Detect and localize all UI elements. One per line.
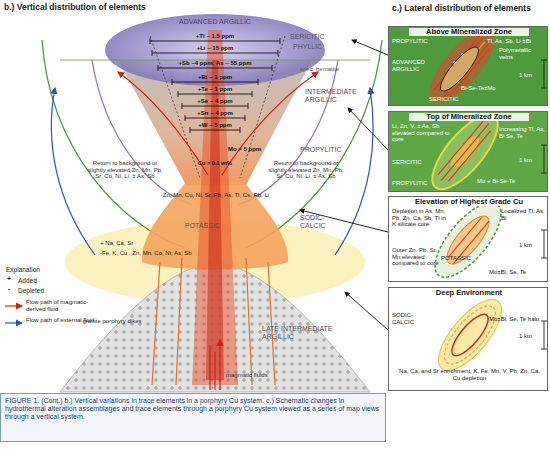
panel-text: Tl, As, Sb, Li ±Bi [487,38,531,45]
panel-heading: Elevation of Highest Grade Cu [399,198,539,206]
panel-text: Outer Zn, Pb, Sr, Mn elevated compared t… [392,247,444,267]
panel-text: Mo±Bi, Se, Te [489,269,526,276]
label: -Fe, K, Cu , Zn, Mn, Co, Ni, As, Sb [100,250,192,257]
label: +Sb ~4 ppm; As ~ 55 ppm [155,60,275,67]
panel-text: Na, Ca, and Sr enrichment, K, Fe, Mn, V,… [397,368,542,381]
label: + [7,275,11,283]
panel-text: Mo + Bi-Se-Te [477,178,515,185]
label: INTERMEDIATE ARGILLIC [305,88,375,104]
label: spec. hematite [300,66,339,73]
map-panel: Top of Mineralized ZoneLi, Zn, V, ± As, … [388,111,548,192]
label: PHYLLIC [293,43,322,51]
lithocap [105,14,325,86]
element-bar [150,38,280,133]
panel-text: PROPYLITIC [392,38,428,45]
panel-text: PROPYLITIC [392,180,428,187]
panel-fill [388,196,548,282]
pointer-arrow [348,108,388,150]
label: SODIC-CALCIC [300,214,342,230]
label: LATE INTERMEDIATE ARGILLIC [262,325,342,341]
label: Return to background or slightly elevate… [266,160,346,180]
panel-text: Localized Tl, As, Bi [501,208,546,221]
caption-box [1,394,386,442]
legend-sample [5,305,22,306]
legend-sample [5,322,22,323]
panel-heading: Above Mineralized Zone [409,28,529,36]
pointer-arrow [352,40,388,55]
label: + Na, Ca, Sr [100,240,133,247]
panel-text: Depletion in As, Mn, Pb, Zn, Ca, Sb, Tl … [392,208,450,228]
magmatic-flow-arrow [118,72,208,175]
label: SERICITIC [290,33,325,41]
panel-text: SERICITIC [392,159,422,166]
label: +Sn ~ 4 ppm [155,110,275,117]
halo-line [436,298,504,371]
map-panel: Deep EnvironmentSODIC-CALCIC Mo±Bi, Se, T… [388,287,548,391]
label: POTASSIC [185,222,220,230]
label: +Te ~ 1 ppm [155,86,275,93]
panel-text: Li, Zn, V, ± As, Sb elevated compared to… [392,123,454,143]
panel-text: 1 km [519,157,532,164]
label: +Tl ~ 1.5 ppm [155,33,275,40]
envelope-line [150,36,285,178]
legend-text: Added [18,277,37,284]
pointer-arrow [300,210,388,232]
map-panel: Elevation of Highest Grade Cu Depletion i… [388,196,548,282]
panel-text: ADVANCED ARGILLIC [392,59,432,72]
label: Return to background or slightly elevate… [85,160,165,180]
label: +Li ~ 15 ppm [155,45,275,52]
potassic-area [440,210,495,270]
panel-heading: Top of Mineralized Zone [409,113,529,121]
fluid-core-inner [206,60,224,380]
figure-caption: FIGURE 1. (Cont.) b.) Vertical variation… [5,397,381,420]
panel-heading: Deep Environment [409,289,529,297]
legend-text: Flow path of external fluid [26,317,98,324]
fluid-core [192,30,238,385]
magmatic-flow-arrow [222,72,318,175]
panel-text: Mo±Bi, Se, Te halo [489,316,544,323]
label: +Bi ~ 1 ppm [155,74,275,81]
porphyry-dike [152,258,275,385]
panel-text: POTASSIC [441,255,471,262]
panel-text: SODIC-CALCIC [392,312,428,325]
panel-text: 1 km [519,333,532,340]
legend-text: Flow path of magmatic-derived fluid [26,299,98,312]
panel-text: 1 km [519,72,532,79]
magmatic-fluid-arrow [210,340,220,390]
panel-text: SERICITIC [429,96,459,103]
panel-fill [388,287,548,391]
label: Explanation [6,266,40,273]
label: magmatic fluids [226,372,268,379]
sodic-calcic-area [428,290,512,381]
map-sketch [428,290,512,381]
core-line [446,309,493,360]
map-panel: Above Mineralized ZonePROPYLITIC Tl, As, … [388,26,548,106]
label: c.) Lateral distribution of elements [392,4,531,14]
label: -Zn, Mn, Cu, Ni, Sr, Pb, As, Tl, Cs, Rb,… [150,192,280,199]
label: ADVANCED ARGILLIC [170,18,260,26]
label: - [8,285,10,293]
label: +Se ~ 4 ppm [155,98,275,105]
label: Cu > 0.1 wt% [198,160,232,166]
panel-text: Polymetallic veins [499,47,544,60]
label: Mo > 5 ppm [228,146,261,153]
label: PROPYLITIC [300,146,342,154]
pointer-arrow [345,292,388,330]
legend-text: Depleted [18,287,44,294]
panel-text: 1 km [519,242,532,249]
label: +W ~ 5 ppm [155,122,275,129]
scale-bar [541,60,547,349]
vein [437,120,494,184]
panel-text: Bi-Se-Te±Mo [461,85,496,92]
panel-text: Increasing Tl, As, Bi Se, Te [499,126,547,139]
label: b.) Vertical distribution of elements [4,3,146,13]
